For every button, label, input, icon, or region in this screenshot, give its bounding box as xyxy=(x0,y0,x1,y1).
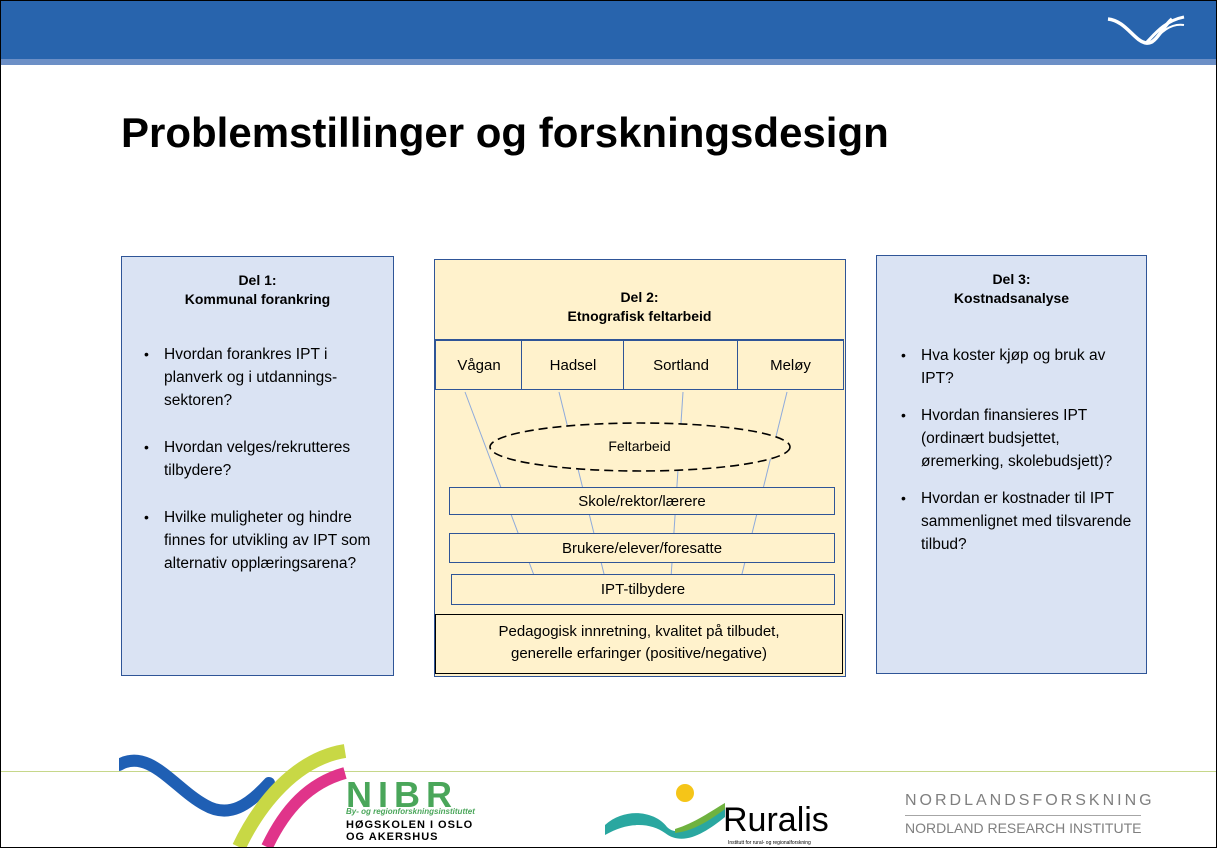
part3-box: Del 3: Kostnadsanalyse Hva koster kjøp o… xyxy=(876,255,1147,674)
nibr-logo-text: NIBR xyxy=(346,774,458,815)
part3-bullet: Hvordan er kostnader til IPT sammenligne… xyxy=(897,487,1136,556)
nibr-subtitle: By- og regionforskningsinstituttet xyxy=(346,807,475,816)
part1-heading: Del 1: Kommunal forankring xyxy=(122,271,393,309)
hioa-text-line1: HØGSKOLEN I OSLO xyxy=(346,819,474,831)
municipality-cell: Sortland xyxy=(623,340,739,390)
level-box-providers: IPT-tilbydere xyxy=(451,574,835,605)
municipality-cell: Vågan xyxy=(435,340,523,390)
part2-summary-box: Pedagogisk innretning, kvalitet på tilbu… xyxy=(435,614,843,674)
ruralis-logo-icon xyxy=(605,784,725,839)
part2-box: Del 2: Etnografisk feltarbeid Vågan Hads… xyxy=(434,259,846,677)
footer-divider xyxy=(1,771,1216,772)
part2-heading: Del 2: Etnografisk feltarbeid xyxy=(435,260,844,340)
part1-heading-line2: Kommunal forankring xyxy=(184,291,331,307)
part2-summary-line2: generelle erfaringer (positive/negative) xyxy=(511,645,767,662)
slide-title: Problemstillinger og forskningsdesign xyxy=(121,109,889,156)
part3-heading-line1: Del 3: xyxy=(992,271,1031,287)
part2-summary-line1: Pedagogisk innretning, kvalitet på tilbu… xyxy=(498,623,780,640)
part3-bullet: Hva koster kjøp og bruk av IPT? xyxy=(897,344,1136,390)
fieldwork-label: Feltarbeid xyxy=(608,438,671,454)
hioa-text-line2: OG AKERSHUS xyxy=(346,831,439,843)
ruralis-subtitle: Institutt for rural- og regionalforsknin… xyxy=(728,840,811,846)
wave-logo-icon xyxy=(1107,15,1185,45)
part1-heading-line1: Del 1: xyxy=(238,272,277,288)
part3-heading: Del 3: Kostnadsanalyse xyxy=(877,270,1146,308)
ruralis-logo-text: Ruralis xyxy=(723,801,829,839)
part3-bullet-list: Hva koster kjøp og bruk av IPT? Hvordan … xyxy=(897,344,1136,556)
hioa-swoosh-logo-icon xyxy=(119,744,347,847)
part2-heading-line2: Etnografisk feltarbeid xyxy=(567,308,712,324)
part1-bullet: Hvordan velges/rekrutteres tilbydere? xyxy=(140,436,383,482)
part1-bullet-list: Hvordan forankres IPT i planverk og i ut… xyxy=(140,343,383,575)
part1-box: Del 1: Kommunal forankring Hvordan foran… xyxy=(121,256,394,676)
part3-heading-line2: Kostnadsanalyse xyxy=(953,290,1070,306)
header-bar xyxy=(1,1,1216,65)
connector-lines xyxy=(464,391,791,579)
part3-bullet: Hvordan finansieres IPT (ordinært budsje… xyxy=(897,404,1136,473)
nordland-research-text: NORDLAND RESEARCH INSTITUTE xyxy=(905,820,1142,836)
level-box-users: Brukere/elever/foresatte xyxy=(449,533,835,563)
nordlandsforskning-text: NORDLANDSFORSKNING xyxy=(905,792,1155,809)
part1-bullet: Hvilke muligheter og hindre finnes for u… xyxy=(140,506,383,575)
level-box-school: Skole/rektor/lærere xyxy=(449,487,835,515)
municipality-cell: Meløy xyxy=(737,340,844,390)
part2-heading-line1: Del 2: xyxy=(620,289,659,305)
nordland-divider xyxy=(905,815,1141,816)
part1-bullet: Hvordan forankres IPT i planverk og i ut… xyxy=(140,343,383,412)
